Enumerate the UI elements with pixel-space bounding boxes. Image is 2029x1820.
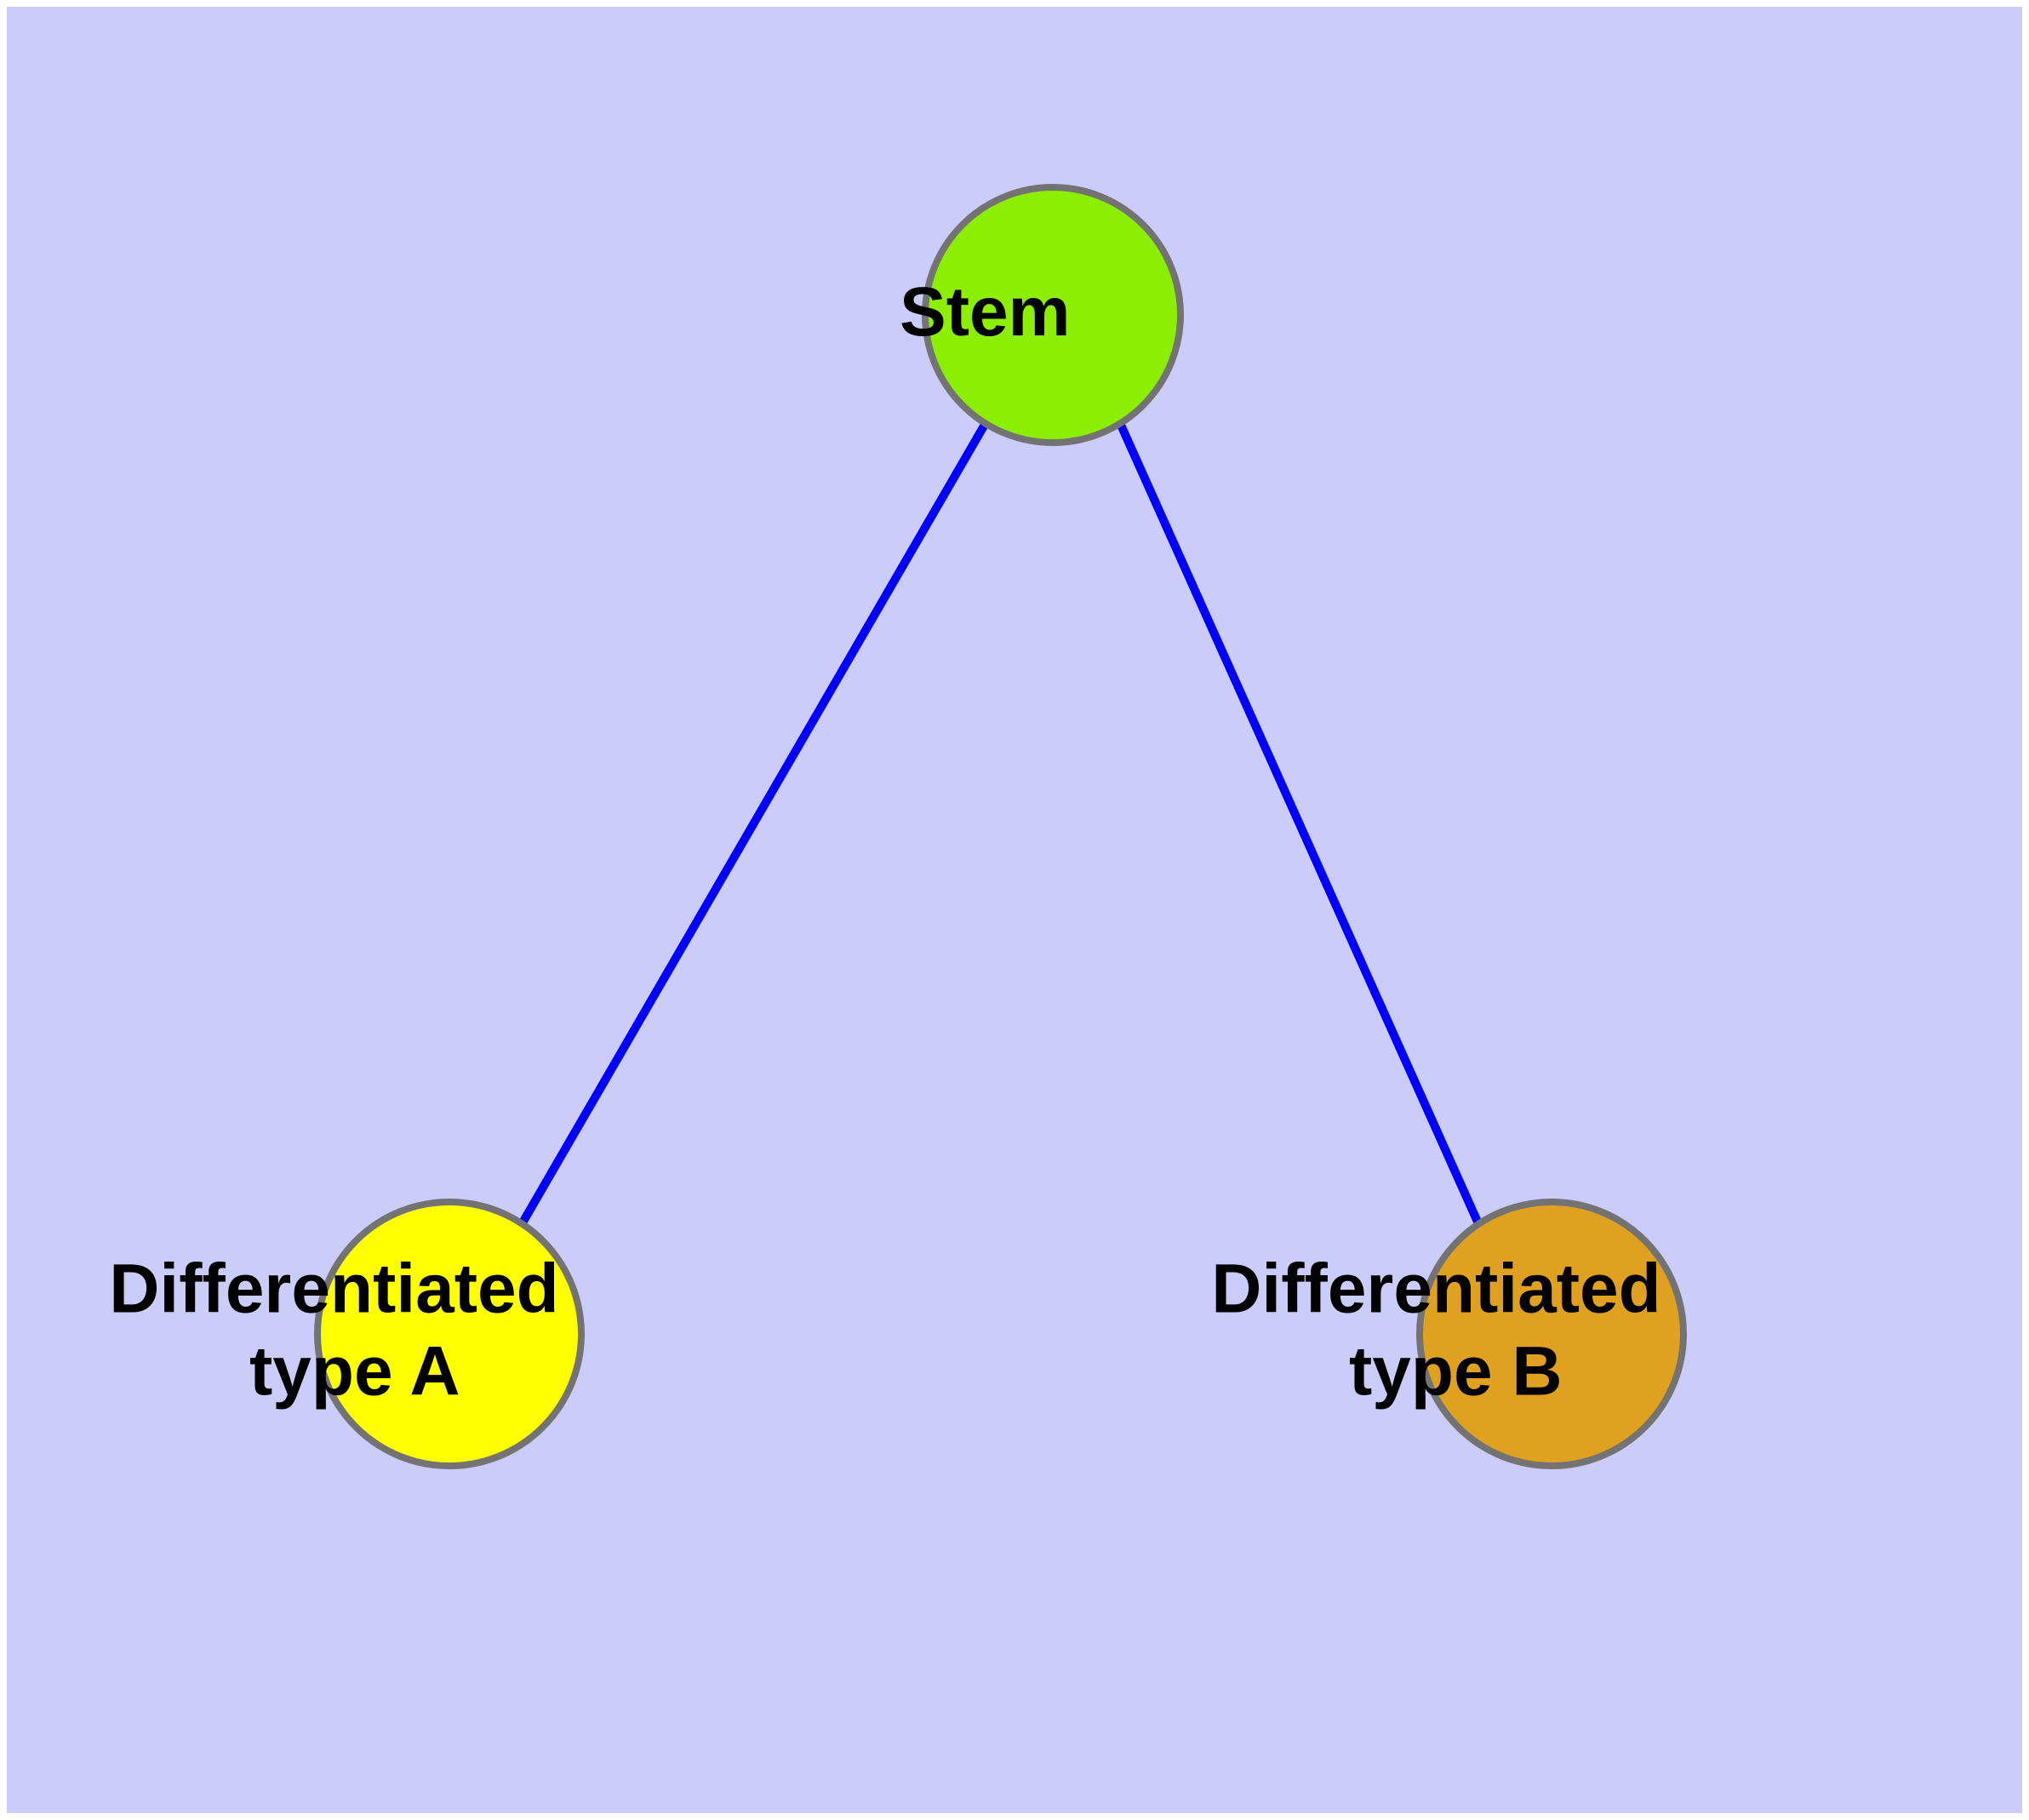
node-stem[interactable] bbox=[922, 184, 1184, 446]
node-differentiated-type-a[interactable] bbox=[314, 1199, 585, 1469]
edge-stem-to-differentiated-type-a[interactable] bbox=[517, 421, 990, 1227]
node-differentiated-type-a-label: Differentiated type A bbox=[0, 0, 734, 1410]
node-differentiated-type-b-label: Differentiated type B bbox=[1211, 1250, 1661, 1410]
node-stem-label-line1: Stem bbox=[900, 273, 1071, 351]
label-layer: Stem Differentiated type A Differentiate… bbox=[0, 0, 1661, 1410]
node-differentiated-type-b-label-line2: type B bbox=[1349, 1332, 1563, 1410]
node-differentiated-type-a-label-line1: Differentiated bbox=[109, 1250, 559, 1327]
node-differentiated-type-a-circle[interactable] bbox=[314, 1199, 585, 1469]
edge-layer bbox=[517, 421, 1485, 1232]
node-differentiated-type-b-circle[interactable] bbox=[1416, 1199, 1687, 1469]
node-layer bbox=[314, 184, 1687, 1469]
node-stem-circle[interactable] bbox=[922, 184, 1184, 446]
edge-stem-to-differentiated-type-b[interactable] bbox=[1116, 421, 1485, 1232]
node-differentiated-type-b-label-line1: Differentiated bbox=[1211, 1250, 1661, 1327]
node-differentiated-type-b[interactable] bbox=[1416, 1199, 1687, 1469]
node-stem-label: Stem bbox=[0, 0, 1206, 351]
node-differentiated-type-a-label-line2: type A bbox=[249, 1332, 459, 1410]
